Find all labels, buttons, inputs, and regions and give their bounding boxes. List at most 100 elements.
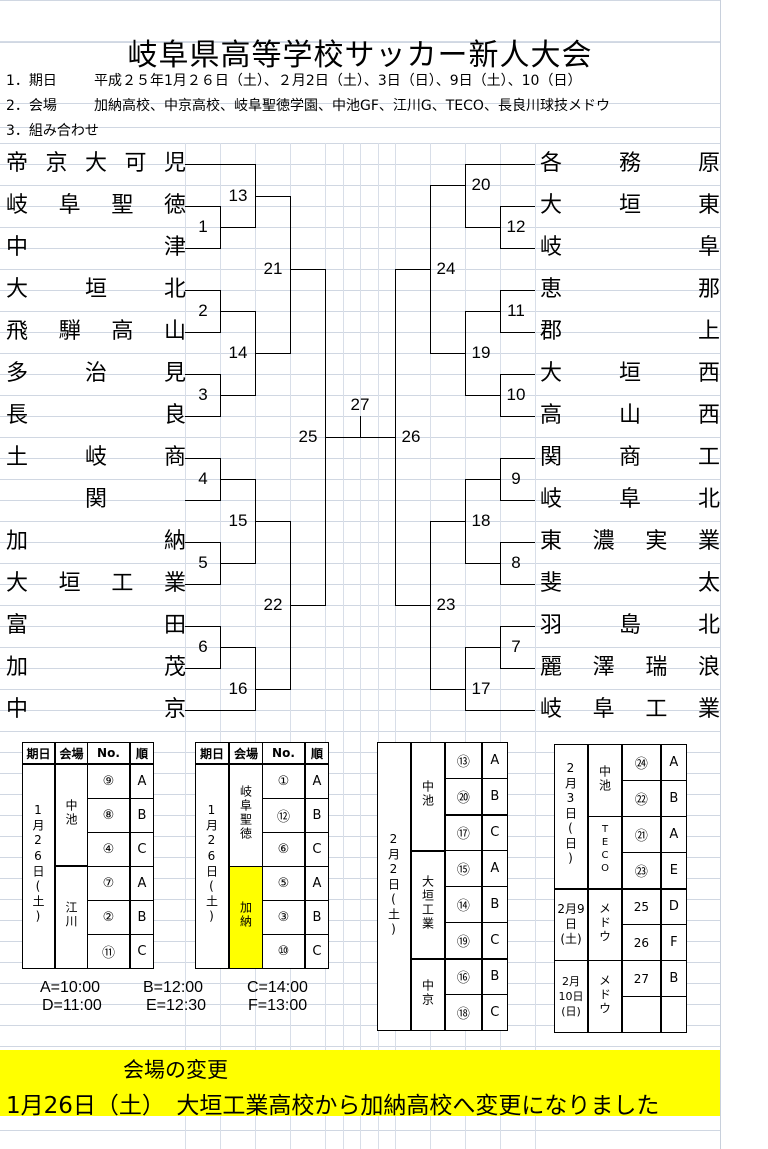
team-name-char: 垣 [84,277,107,302]
team-name-char: 西 [697,403,720,428]
bracket-line [465,647,466,711]
team-name-char: 関 [84,487,107,512]
team-name-char: 濃 [592,529,615,554]
header-no: No. [86,742,131,765]
bracket-line [465,311,500,312]
header-no: No. [261,742,306,765]
match-order: A [660,744,687,781]
time-a: A=10:00 [40,979,101,996]
bracket-line [465,479,500,480]
team-right-5: 郡上 [540,311,720,353]
bracket-line [185,542,220,543]
team-name-char: 岐 [6,193,29,218]
team-left-8: 土岐商 [6,437,186,479]
team-name-char: 聖 [111,193,134,218]
team-name-char: 徳 [163,193,186,218]
match-order [660,996,687,1033]
team-name-char: 那 [697,277,720,302]
schedule-date: 1月26日(土) [31,803,45,926]
team-left-12: 富田 [6,605,186,647]
bracket-line [500,542,501,585]
team-name-char: 高 [540,403,563,428]
team-name-char: 上 [697,319,720,344]
team-name-char: 見 [163,361,186,386]
bracket-line [465,710,535,711]
bracket-line [465,164,466,228]
team-name-char: 務 [618,151,641,176]
team-right-2: 大垣東 [540,185,720,227]
match-number: 1 [198,217,208,236]
bracket-line [220,311,255,312]
bracket-line [255,195,290,197]
team-name-char: 加 [6,655,29,680]
grid-col-line [465,143,466,1149]
match-number: 3 [198,385,208,404]
time-f: F=13:00 [248,997,308,1014]
notice-body: 1月26日（土） 大垣工業高校から加納高校へ変更になりました [6,1093,660,1119]
team-name-char: 阜 [58,193,81,218]
team-right-3: 岐阜 [540,227,720,269]
header-venue: 会場 [228,742,263,765]
match-number: 24 [436,259,456,278]
team-name-char: 垣 [618,361,641,386]
team-left-11: 大垣工業 [6,563,186,605]
match-order: C [481,922,508,960]
match-no: ㉑ [621,816,662,853]
info-value: 加納高校、中京高校、岐阜聖徳学園、中池GF、江川G、TECO、長良川球技メドウ [94,98,610,114]
match-no: 25 [621,888,662,925]
info-label: 2．会場 [6,98,57,114]
match-number: 12 [506,217,526,236]
bracket-line [430,689,465,690]
bracket-line [255,353,290,354]
team-right-12: 羽島北 [540,605,720,647]
match-number: 17 [471,679,491,698]
venue-label: 加納 [238,901,253,929]
match-no: ⑬ [444,742,483,779]
team-left-6: 多治見 [6,353,186,395]
team-name-char: 北 [163,277,186,302]
match-no: ⑩ [261,933,306,969]
bracket-line [290,195,291,354]
team-name-char: 瑞 [645,655,668,680]
grid-col-line [395,143,396,1149]
time-b: B=12:00 [143,979,204,996]
team-name-char: 阜 [618,487,641,512]
header-date: 期日 [195,742,230,765]
match-number: 10 [506,385,526,404]
match-order: C [304,831,329,867]
match-number: 27 [350,395,370,414]
team-name-char: 大 [540,361,563,386]
info-bracket: 3．組み合わせ [6,120,99,140]
team-right-6: 大垣西 [540,353,720,395]
venue-label: 中池 [597,764,612,793]
match-no: ⑯ [444,958,483,995]
bracket-line [500,626,501,669]
bracket-line [185,458,220,459]
team-name-char: 商 [618,445,641,470]
team-name-char: 岐 [84,445,107,470]
bracket-line [500,668,535,669]
team-name-char: 斐 [540,571,563,596]
team-name-char: 業 [163,571,186,596]
bracket-line [290,269,325,270]
match-no: ⑳ [444,778,483,816]
venue-label: メドウ [597,901,612,944]
team-name-char: 太 [697,571,720,596]
match-number: 2 [198,301,208,320]
schedule-date: 2月2日(土) [386,831,401,938]
grid-row-line [0,42,720,43]
match-number: 20 [471,175,491,194]
match-order: B [129,797,154,833]
match-no [621,996,662,1033]
match-order: B [660,960,687,997]
bracket-line [430,185,465,186]
bracket-line [500,290,535,291]
bracket-line [465,647,500,648]
team-name-char: 恵 [540,277,563,302]
match-number: 7 [511,637,521,656]
team-right-14: 岐阜工業 [540,689,720,731]
team-name-char: 京 [163,697,186,722]
team-left-7: 長良 [6,395,186,437]
bracket-line [465,164,535,165]
team-name-char: 大 [6,277,29,302]
